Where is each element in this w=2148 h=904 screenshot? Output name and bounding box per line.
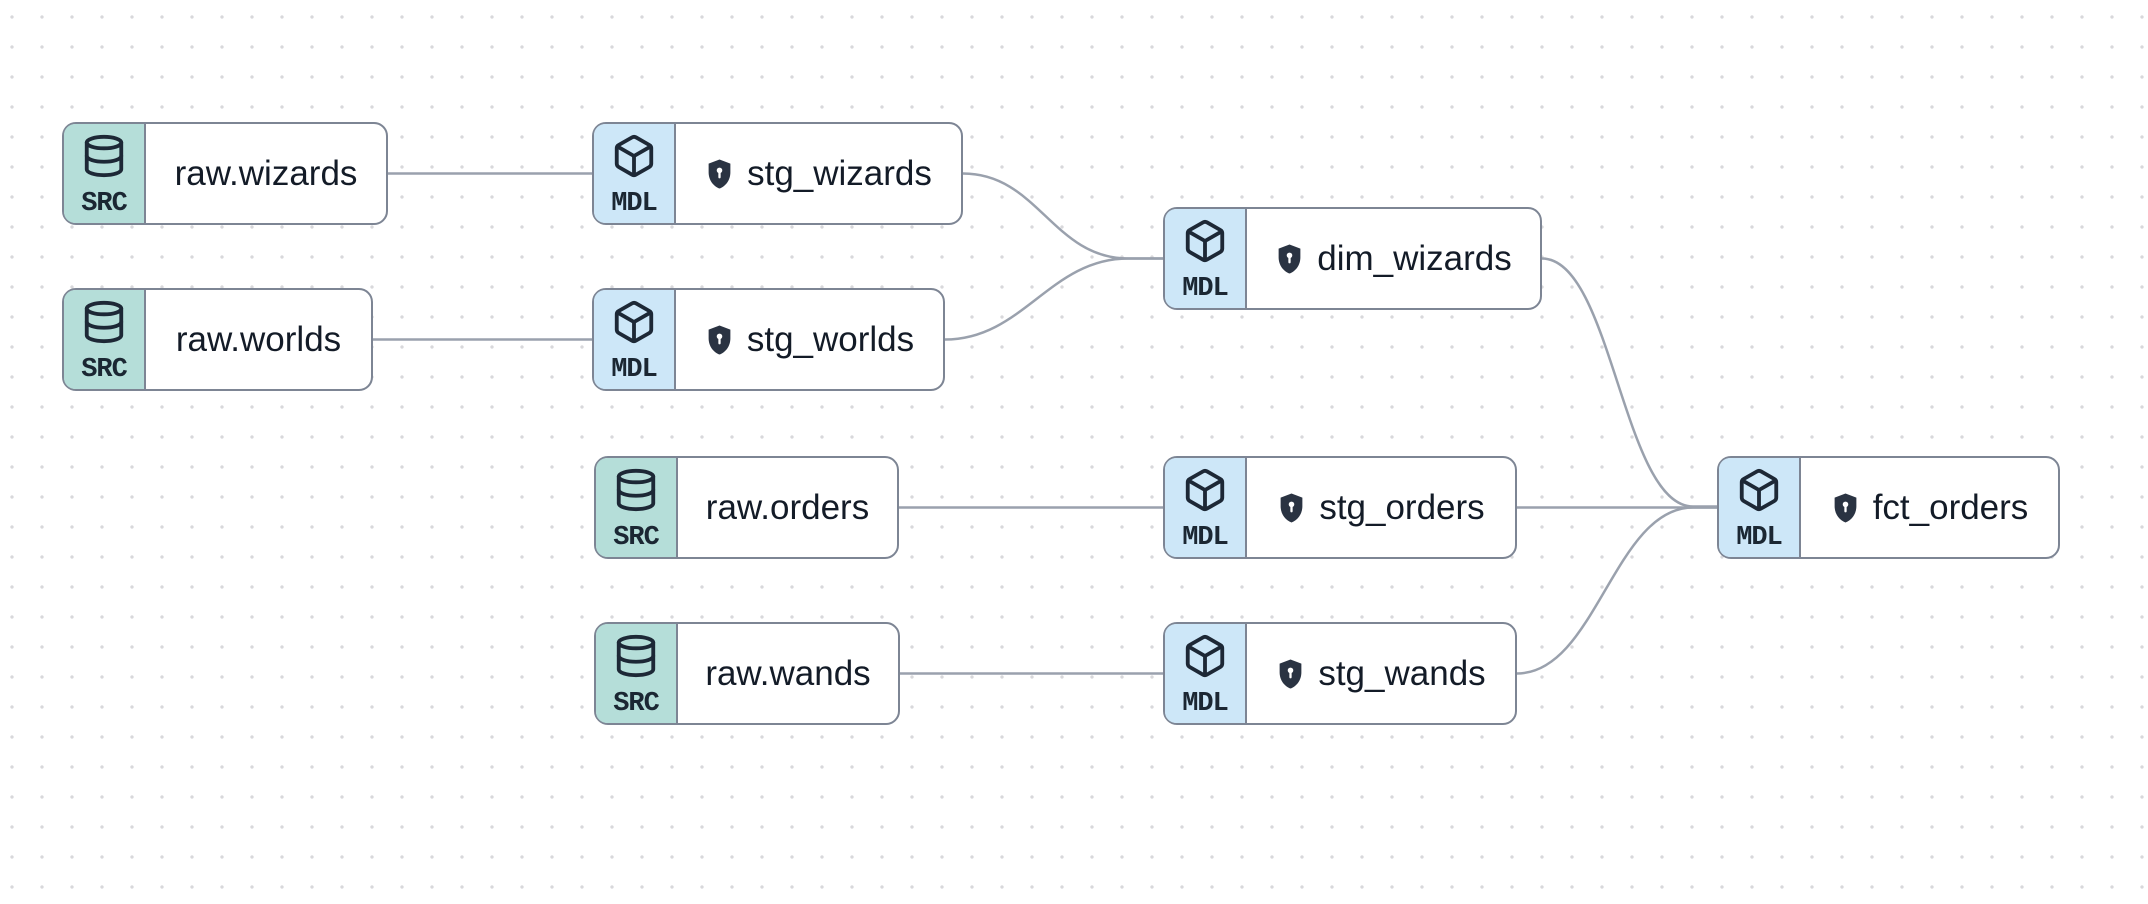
node-body: dim_wizards: [1247, 209, 1540, 308]
source-type-badge: SRC: [64, 290, 146, 389]
cube-icon: [1185, 219, 1225, 263]
node-body: stg_wands: [1247, 624, 1515, 723]
node-body: stg_orders: [1247, 458, 1515, 557]
cube-icon: [1185, 634, 1225, 678]
edge-dim_wizards-to-fct_orders: [1540, 257, 1720, 508]
node-type-label: MDL: [1182, 689, 1229, 719]
node-dim-wizards[interactable]: MDL dim_wizards: [1163, 207, 1542, 310]
edge-stg_wizards-to-dim_wizards: [961, 172, 1166, 260]
node-raw-orders[interactable]: SRC raw.orders: [594, 456, 899, 559]
model-type-badge: MDL: [1165, 624, 1247, 723]
node-label: fct_orders: [1872, 488, 2029, 527]
node-stg-orders[interactable]: MDL stg_orders: [1163, 456, 1517, 559]
database-icon: [616, 634, 656, 678]
shield-icon: [708, 325, 731, 354]
node-type-label: SRC: [81, 189, 128, 219]
node-label: stg_worlds: [746, 320, 915, 359]
node-label: stg_orders: [1319, 488, 1485, 527]
cube-icon: [1185, 468, 1225, 512]
node-fct-orders[interactable]: MDL fct_orders: [1717, 456, 2060, 559]
node-type-label: MDL: [611, 189, 658, 219]
node-type-label: SRC: [613, 689, 660, 719]
edge-stg_wands-to-fct_orders: [1515, 506, 1720, 675]
node-type-label: SRC: [613, 523, 660, 553]
model-type-badge: MDL: [1719, 458, 1801, 557]
node-body: raw.wizards: [146, 124, 386, 223]
model-type-badge: MDL: [594, 290, 676, 389]
cube-icon: [614, 300, 654, 344]
node-body: fct_orders: [1801, 458, 2058, 557]
node-label: stg_wizards: [747, 154, 932, 193]
node-body: stg_wizards: [676, 124, 961, 223]
node-stg-wizards[interactable]: MDL stg_wizards: [592, 122, 963, 225]
database-icon: [616, 468, 656, 512]
source-type-badge: SRC: [596, 458, 678, 557]
cube-icon: [614, 134, 654, 178]
database-icon: [84, 134, 124, 178]
node-type-label: SRC: [81, 355, 128, 385]
shield-icon: [708, 159, 731, 188]
node-label: raw.wizards: [174, 154, 358, 193]
node-type-label: MDL: [1182, 274, 1229, 304]
node-label: raw.orders: [705, 488, 870, 527]
node-label: stg_wands: [1318, 654, 1486, 693]
node-body: raw.worlds: [146, 290, 371, 389]
cube-icon: [1739, 468, 1779, 512]
shield-icon: [1279, 659, 1302, 688]
model-type-badge: MDL: [1165, 209, 1247, 308]
node-body: raw.wands: [678, 624, 898, 723]
node-label: dim_wizards: [1317, 239, 1512, 278]
node-type-label: MDL: [1736, 523, 1783, 553]
node-stg-wands[interactable]: MDL stg_wands: [1163, 622, 1517, 725]
model-type-badge: MDL: [1165, 458, 1247, 557]
node-raw-worlds[interactable]: SRC raw.worlds: [62, 288, 373, 391]
node-raw-wands[interactable]: SRC raw.wands: [594, 622, 900, 725]
shield-icon: [1280, 493, 1303, 522]
node-body: raw.orders: [678, 458, 897, 557]
node-label: raw.wands: [705, 654, 871, 693]
shield-icon: [1834, 493, 1857, 522]
edge-stg_worlds-to-dim_wizards: [943, 257, 1166, 341]
node-label: raw.worlds: [175, 320, 342, 359]
node-type-label: MDL: [611, 355, 658, 385]
shield-icon: [1278, 244, 1301, 273]
node-type-label: MDL: [1182, 523, 1229, 553]
source-type-badge: SRC: [596, 624, 678, 723]
database-icon: [84, 300, 124, 344]
node-stg-worlds[interactable]: MDL stg_worlds: [592, 288, 945, 391]
source-type-badge: SRC: [64, 124, 146, 223]
model-type-badge: MDL: [594, 124, 676, 223]
node-body: stg_worlds: [676, 290, 943, 389]
node-raw-wizards[interactable]: SRC raw.wizards: [62, 122, 388, 225]
